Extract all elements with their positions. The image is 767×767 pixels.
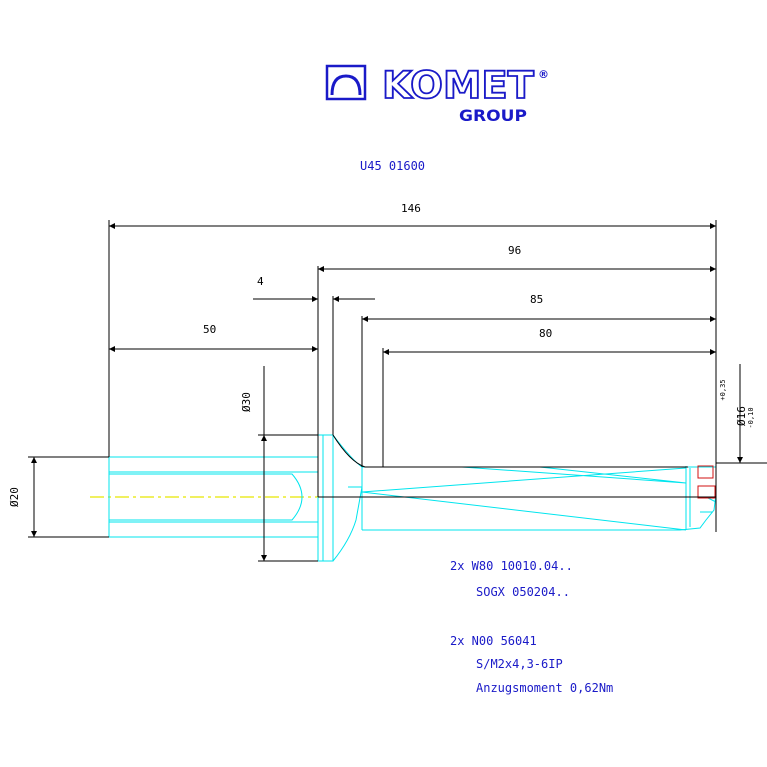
komet-logo: KOMET ® GROUP: [325, 63, 549, 125]
part-torque: Anzugsmoment 0,62Nm: [476, 681, 613, 695]
dim-16-tol-lower: -0,10: [747, 407, 755, 428]
parts-list: 2x W80 10010.04.. SOGX 050204.. 2x N00 5…: [450, 559, 613, 695]
dim-80-text: 80: [539, 327, 552, 340]
komet-emblem-icon: [325, 64, 367, 101]
dim-4-text: 4: [257, 275, 264, 288]
part-screw-type: S/M2x4,3-6IP: [476, 657, 563, 671]
dim-16-tol-upper: +0,35: [719, 379, 727, 400]
cutting-inserts: [697, 465, 716, 499]
logo-brand: KOMET: [382, 64, 535, 107]
dim-146-text: 146: [401, 202, 421, 215]
part-screw-qty: 2x N00 56041: [450, 634, 537, 648]
insert-top: [697, 465, 714, 479]
dim-96-text: 96: [508, 244, 521, 257]
dim-16-text: Ø16: [735, 406, 748, 426]
coolant-bore: [109, 473, 303, 521]
flutes: [361, 466, 687, 531]
dim-50-text: 50: [203, 323, 216, 336]
insert-bottom: [697, 485, 716, 499]
dim-85-text: 85: [530, 293, 543, 306]
body-reference-lines: [317, 220, 767, 532]
dimension-lines: [28, 220, 743, 562]
drill-body: [362, 466, 688, 531]
tool-code: U45 01600: [360, 159, 425, 173]
tool-outline: [108, 434, 717, 562]
dim-20-text: Ø20: [8, 487, 21, 507]
part-insert-qty: 2x W80 10010.04..: [450, 559, 573, 573]
part-insert-type: SOGX 050204..: [476, 585, 570, 599]
flange: [317, 434, 334, 562]
dim-30-text: Ø30: [240, 392, 253, 412]
logo-group: GROUP: [459, 106, 527, 125]
logo-registered: ®: [538, 68, 549, 81]
